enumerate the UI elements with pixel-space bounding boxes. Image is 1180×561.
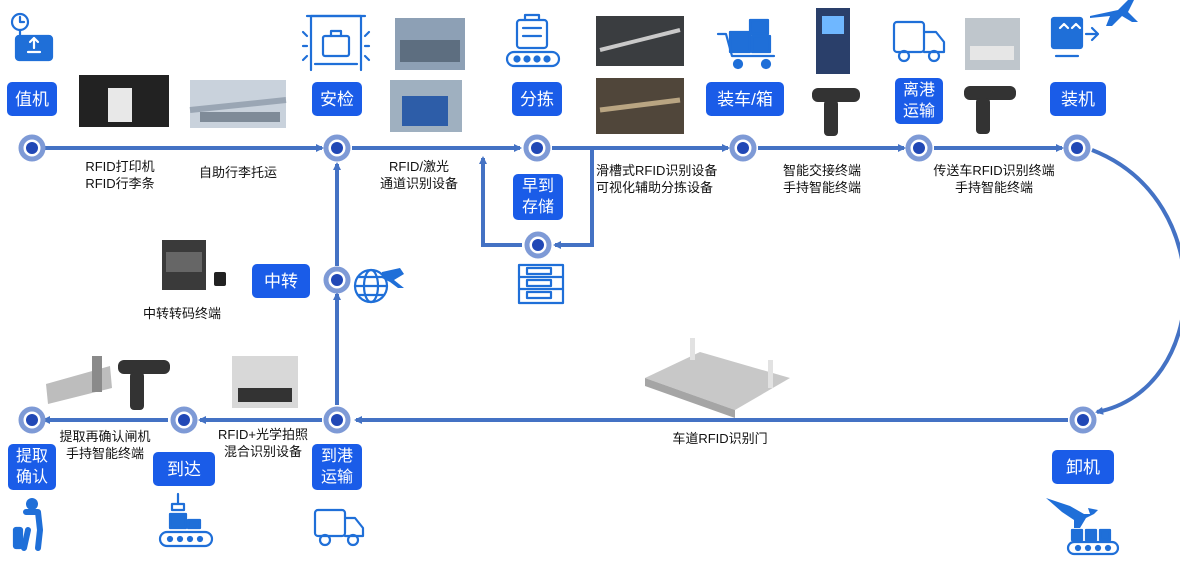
caption-transfer-terminal: 中转转码终端: [142, 306, 221, 321]
stage-loading: 装车/箱: [706, 82, 784, 116]
storage-rack-icon: [517, 263, 565, 305]
passenger-icon: [12, 498, 43, 551]
caption-printer: RFID打印机 RFID行李条: [70, 158, 170, 192]
caption-handheld-2: 手持智能终端: [954, 180, 1033, 195]
sorting-conveyor-icon: [505, 13, 561, 68]
stage-early-storage: 早到存储: [513, 174, 563, 220]
caption-rfid-laser: RFID/激光 通道识别设备: [364, 158, 474, 192]
arrival-claw-icon: [158, 492, 214, 548]
caption-handheld-3: 手持智能终端: [65, 446, 144, 461]
security-gate-icon: [301, 14, 371, 72]
edge-storage-return: [479, 156, 522, 247]
caption-conveyor-rfid: 传送车RFID识别终端: [933, 163, 1055, 178]
stage-arrival-transport: 到港运输: [312, 444, 362, 490]
caption-boarding-devices: 传送车RFID识别终端 手持智能终端: [924, 162, 1064, 196]
caption-rfid-optical-line1: RFID+光学拍照: [218, 427, 308, 442]
stage-pickup: 提取确认: [8, 444, 56, 490]
stage-boarding: 装机: [1050, 82, 1106, 116]
truck-icon: [892, 20, 946, 63]
stage-checkin: 值机: [7, 82, 57, 116]
edge-boarding-unloading: [1091, 148, 1180, 415]
caption-rfid-tag: RFID行李条: [85, 176, 155, 191]
caption-visual-sorting: 可视化辅助分拣设备: [596, 180, 714, 195]
stage-arrival: 到达: [153, 452, 215, 486]
caption-rfid-optical-line2: 混合识别设备: [223, 444, 302, 459]
arrival-truck-icon: [313, 508, 365, 547]
edge-sorting-storage: [553, 149, 594, 249]
caption-smart-handover: 智能交接终端: [782, 163, 861, 178]
stage-sorting: 分拣: [512, 82, 562, 116]
caption-rfid-laser-line2: 通道识别设备: [379, 176, 458, 191]
airplane-icon: [1090, 0, 1138, 26]
caption-handheld-1: 手持智能终端: [782, 180, 861, 195]
caption-rfid-optical: RFID+光学拍照 混合识别设备: [210, 426, 316, 460]
stage-transfer: 中转: [252, 264, 310, 298]
caption-lane-rfid-gate: 车道RFID识别门: [672, 431, 768, 446]
caption-rfid-printer: RFID打印机: [85, 159, 155, 174]
stage-unloading: 卸机: [1052, 450, 1114, 484]
caption-rfid-laser-line1: RFID/激光: [389, 159, 449, 174]
baggage-cart-icon: [716, 18, 776, 70]
flow-nodes: [18, 134, 1097, 434]
caption-self-baggage: 自助行李托运: [198, 165, 277, 180]
conveyor-icon: [1066, 528, 1120, 556]
boarding-icon: [1050, 16, 1100, 58]
caption-pickup-gate: 提取再确认闸机: [59, 429, 151, 444]
globe-plane-icon: [353, 268, 404, 304]
descending-plane-icon: [1046, 498, 1098, 528]
caption-loading-devices: 智能交接终端 手持智能终端: [772, 162, 872, 196]
stage-departure: 离港运输: [895, 78, 943, 124]
stage-security: 安检: [312, 82, 362, 116]
equipment-images: [46, 8, 1020, 418]
caption-chute-rfid: 滑槽式RFID识别设备: [596, 163, 718, 178]
checkin-icon: [10, 12, 54, 62]
caption-sorting-devices: 滑槽式RFID识别设备 可视化辅助分拣设备: [596, 162, 736, 196]
caption-pickup-devices: 提取再确认闸机 手持智能终端: [50, 428, 160, 462]
